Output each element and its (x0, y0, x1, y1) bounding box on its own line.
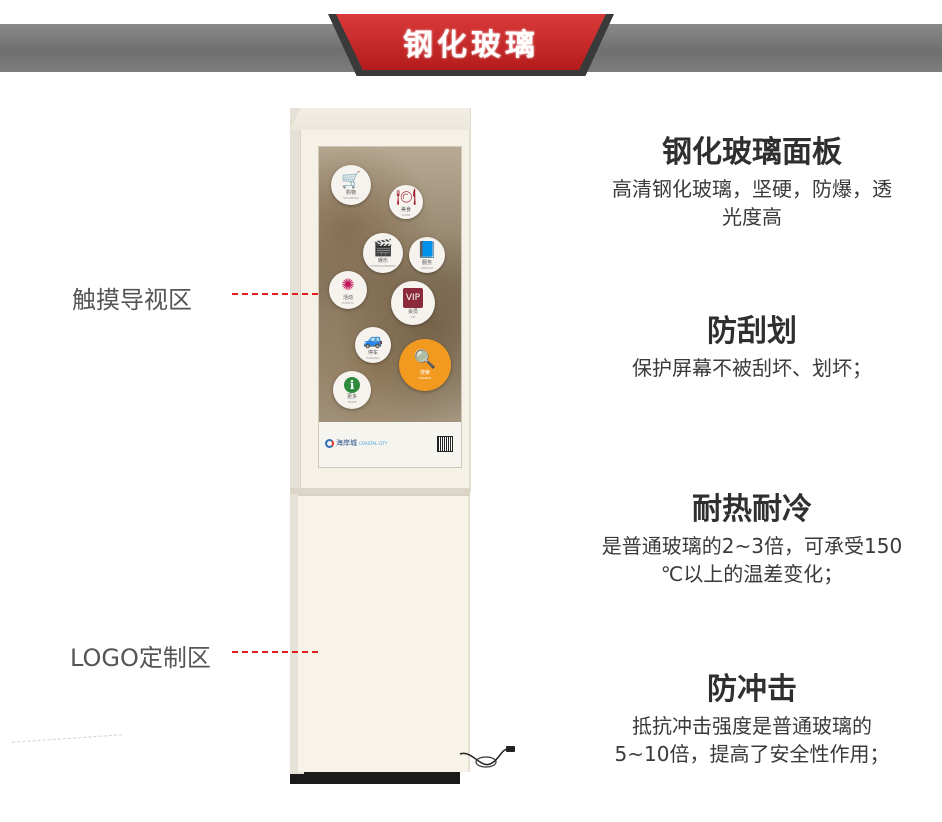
app-sublabel: EVENTS (342, 300, 354, 305)
info-icon: ℹ (344, 376, 360, 393)
app-sublabel: VIP (410, 314, 416, 319)
kiosk-top-bevel (290, 108, 470, 130)
app-more[interactable]: ℹ 更多 MORE (333, 371, 371, 409)
feature-tempered-glass: 钢化玻璃面板 高清钢化玻璃，坚硬，防爆，透 光度高 (572, 133, 932, 231)
touch-zone-leader (232, 293, 318, 295)
feature-scratch-resistant: 防刮划 保护屏幕不被刮坏、划坏； (572, 312, 932, 382)
feature-description: 抵抗冲击强度是普通玻璃的 5~10倍，提高了安全性作用； (614, 714, 890, 766)
feature-title: 防刮划 (707, 314, 797, 349)
logo-zone-leader (232, 651, 318, 653)
magnifier-icon: 🔍 (413, 348, 437, 370)
vip-icon: VIP (402, 287, 424, 308)
feature-impact-resistant: 防冲击 抵抗冲击强度是普通玻璃的 5~10倍，提高了安全性作用； (572, 670, 932, 768)
app-food[interactable]: 🍽 美食 FOOD (389, 185, 423, 219)
app-entertainment[interactable]: 🎬 娱乐 ENTERTAINMENT (363, 233, 403, 273)
header-tab: 钢化玻璃 (336, 14, 606, 70)
brand-english-name: COASTAL CITY (359, 440, 388, 446)
app-sublabel: SHOPPING (343, 195, 359, 200)
app-label: 搜索 (419, 369, 430, 376)
app-label: 美食 (400, 206, 411, 213)
feature-description: 保护屏幕不被刮坏、划坏； (632, 356, 872, 380)
app-label: 活动 (342, 294, 353, 301)
app-sublabel: FOOD (401, 212, 411, 217)
feature-title: 防冲击 (707, 672, 797, 707)
feature-heat-cold-resistant: 耐热耐冷 是普通玻璃的2~3倍，可承受150 ℃以上的温差变化； (572, 490, 932, 588)
feature-description: 是普通玻璃的2~3倍，可承受150 ℃以上的温差变化； (601, 534, 903, 586)
feature-description: 高清钢化玻璃，坚硬，防爆，透 光度高 (612, 177, 892, 229)
clapperboard-icon: 🎬 (373, 237, 393, 257)
floor-line (12, 734, 122, 743)
header-title: 钢化玻璃 (403, 28, 539, 63)
touch-zone-label: 触摸导视区 (72, 286, 192, 314)
app-label: 服务 (421, 259, 432, 266)
app-label: 更多 (346, 393, 357, 400)
brand-name: 海岸城 (336, 439, 357, 447)
cart-icon: 🛒 (341, 169, 361, 189)
app-parking[interactable]: 🚙 停车 PARKING (355, 327, 391, 363)
dining-icon: 🍽 (395, 186, 417, 206)
app-label: 停车 (367, 349, 378, 356)
app-service[interactable]: 📘 服务 SERVICE (409, 237, 445, 273)
kiosk-touch-screen[interactable]: 🛒 购物 SHOPPING 🍽 美食 FOOD 🎬 娱乐 ENTERTAINME… (318, 146, 462, 468)
logo-zone-label: LOGO定制区 (70, 644, 211, 672)
brand-logo: 海岸城 COASTAL CITY (325, 438, 387, 448)
app-label: 会员 (407, 308, 418, 315)
app-label: 购物 (345, 189, 356, 196)
feature-title: 钢化玻璃面板 (662, 135, 842, 170)
app-events[interactable]: ✺ 活动 EVENTS (329, 271, 367, 309)
app-sublabel: SEARCH (418, 375, 432, 380)
app-vip[interactable]: VIP 会员 VIP (391, 281, 435, 325)
app-sublabel: PARKING (366, 355, 380, 360)
app-label: 娱乐 (377, 257, 388, 264)
screen-footer: 海岸城 COASTAL CITY (319, 422, 461, 467)
car-icon: 🚙 (363, 329, 383, 349)
app-shopping[interactable]: 🛒 购物 SHOPPING (331, 165, 371, 205)
power-cable-icon (459, 746, 515, 768)
brand-mark-icon (325, 438, 334, 448)
book-icon: 📘 (417, 239, 437, 259)
qr-code-icon[interactable] (437, 436, 453, 452)
kiosk-base-shadow (290, 770, 460, 784)
kiosk-logo-panel (298, 494, 470, 772)
kiosk-seam (290, 488, 470, 494)
app-search[interactable]: 🔍 搜索 SEARCH (399, 339, 451, 391)
app-sublabel: ENTERTAINMENT (370, 263, 396, 268)
app-sublabel: SERVICE (420, 265, 434, 270)
app-sublabel: MORE (347, 399, 357, 404)
feature-title: 耐热耐冷 (692, 492, 812, 527)
sun-icon: ✺ (341, 274, 355, 294)
